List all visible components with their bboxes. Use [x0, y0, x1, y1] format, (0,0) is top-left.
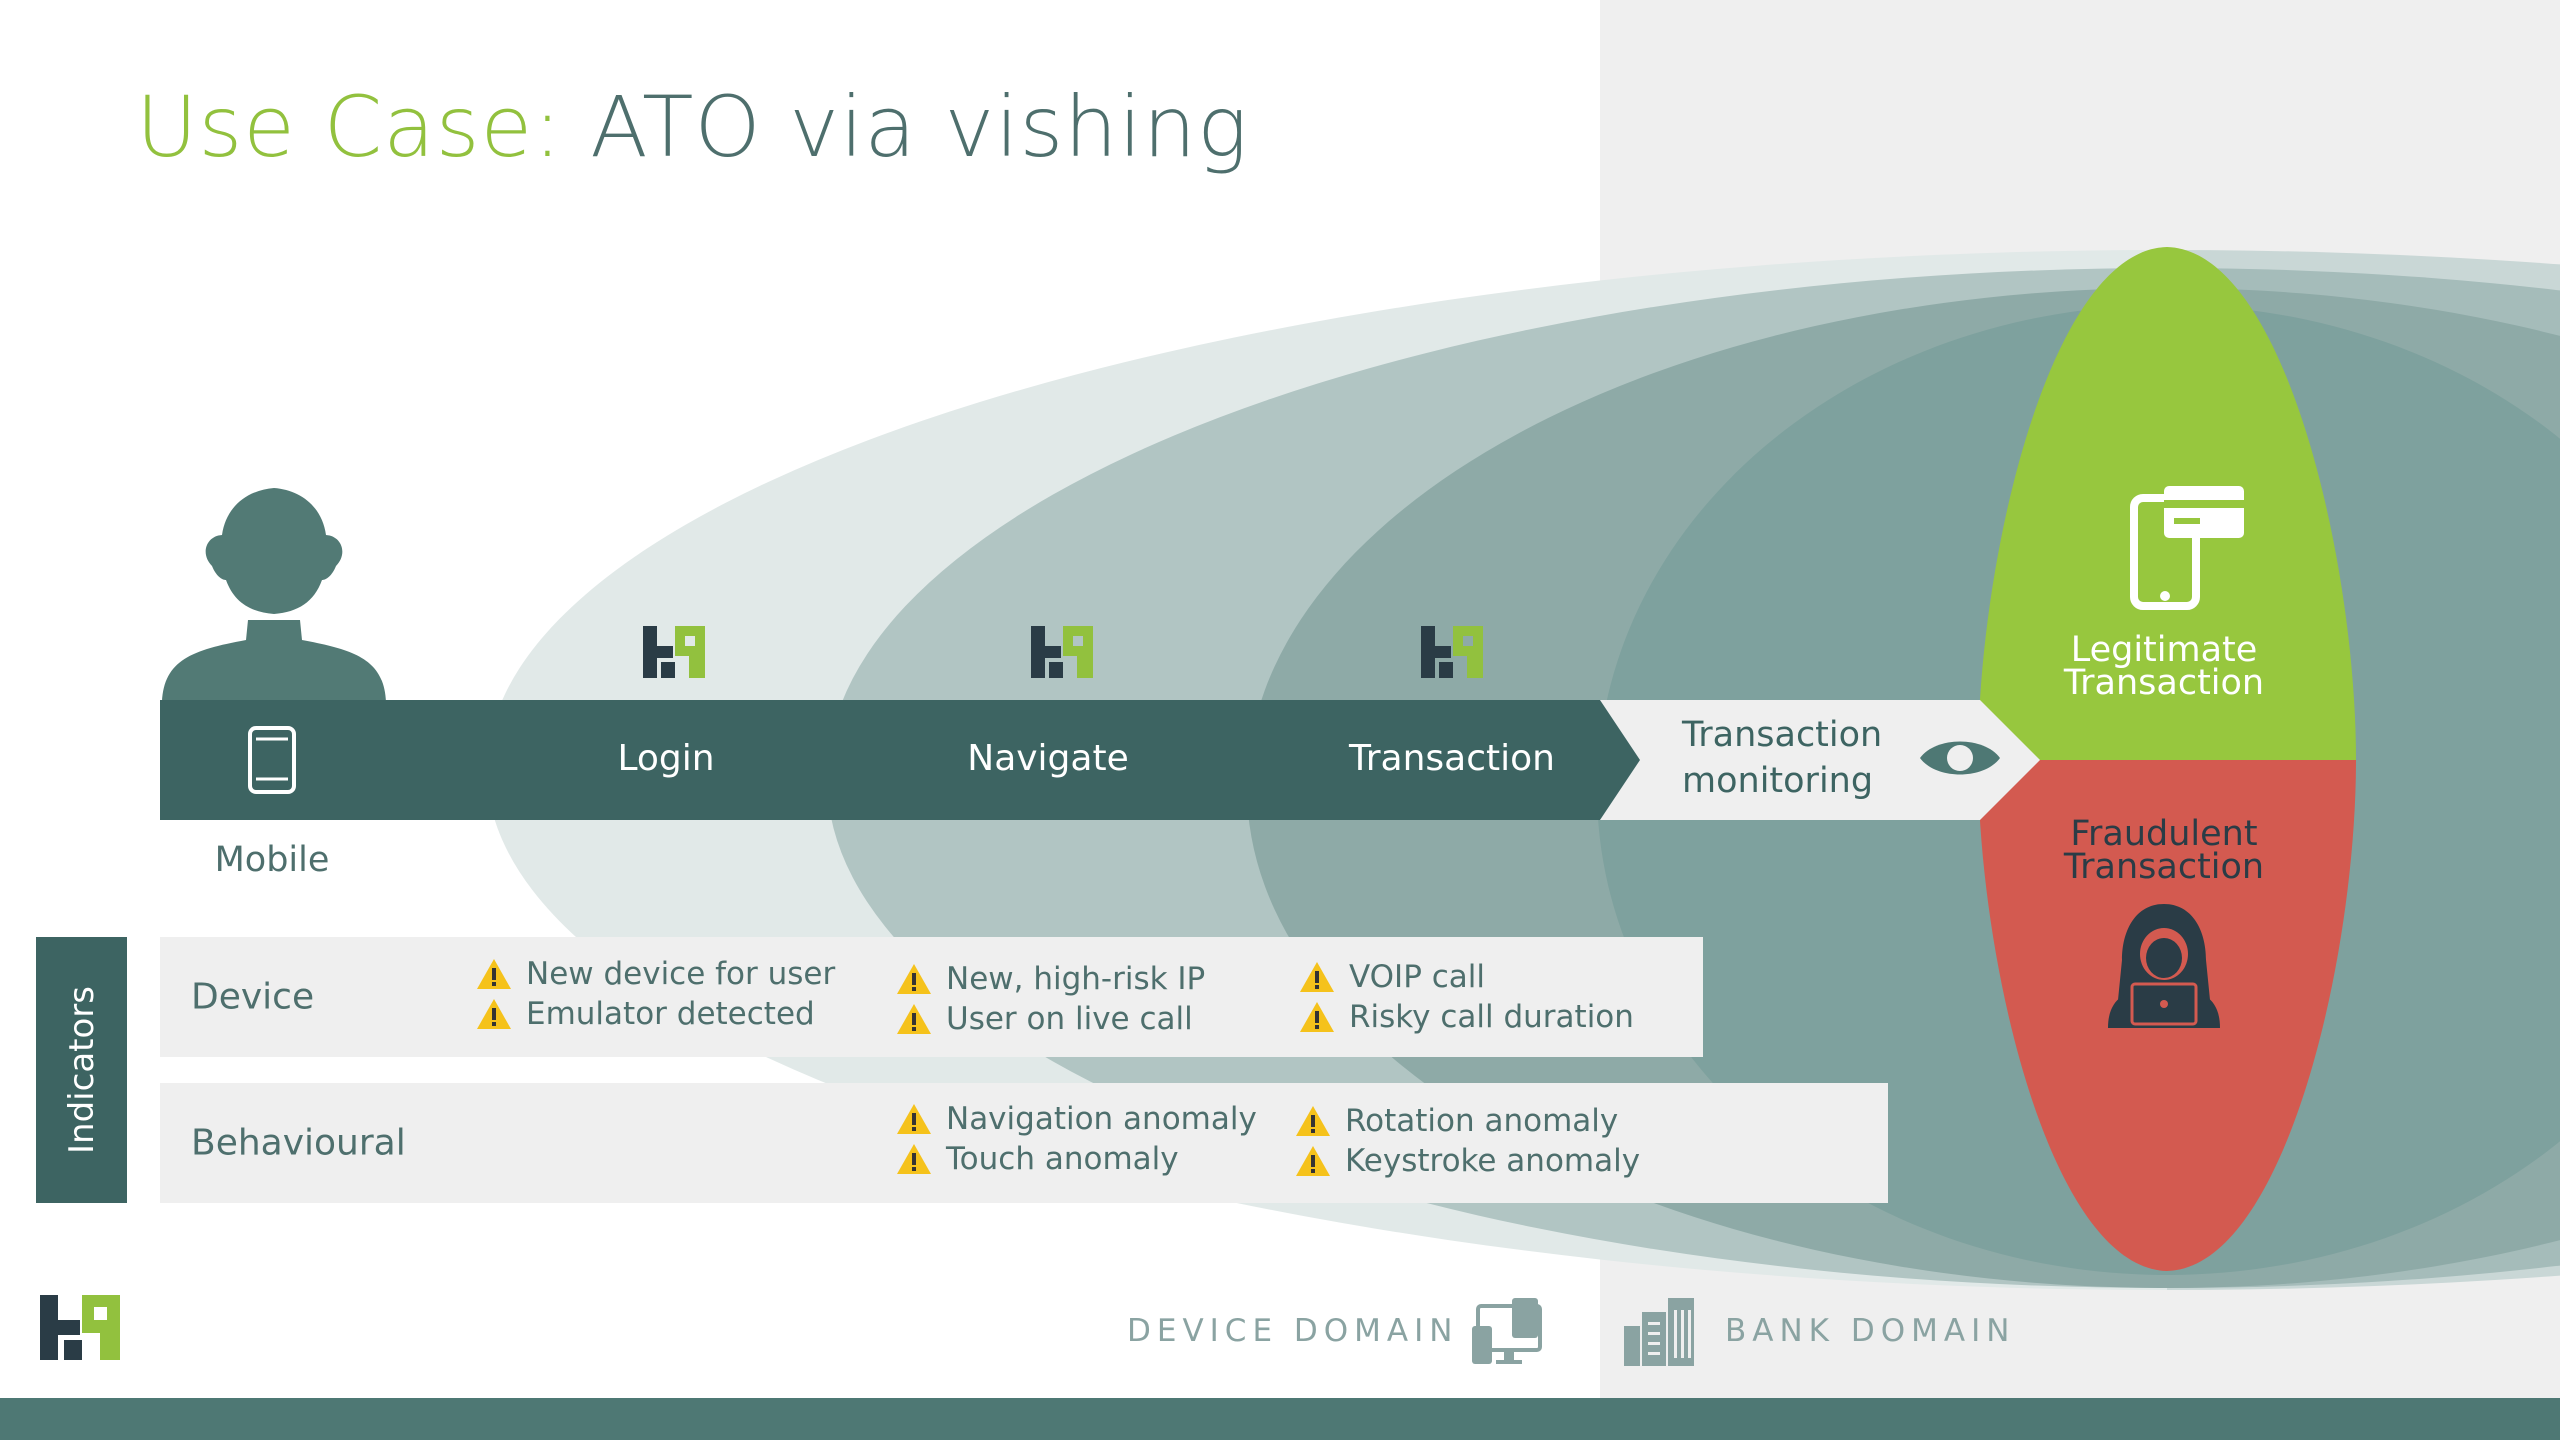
warning-icon: [477, 959, 511, 989]
phone-card-icon: [2130, 486, 2244, 610]
indicator-item: Emulator detected: [476, 994, 835, 1034]
indicator-text: User on live call: [946, 1001, 1193, 1037]
devices-icon: [1472, 1298, 1542, 1364]
indicator-item: VOIP call: [1299, 957, 1634, 997]
step-transaction: Transaction: [1349, 738, 1555, 779]
device-label: Device: [191, 976, 315, 1018]
device-domain-label: DEVICE DOMAIN: [1127, 1313, 1459, 1349]
bank-building-icon: [1624, 1298, 1694, 1366]
legitimate-label: Legitimate Transaction: [2063, 630, 2265, 703]
device-row: Device: [160, 937, 1703, 1057]
fraudulent-line2: Transaction: [2063, 847, 2265, 887]
hacker-icon: [2108, 904, 2220, 1028]
indicator-text: VOIP call: [1349, 959, 1486, 995]
indicator-text: Keystroke anomaly: [1345, 1143, 1641, 1179]
indicator-text: New device for user: [526, 956, 836, 992]
behavioural-indicators-navigate: Navigation anomaly Touch anomaly: [896, 1099, 1257, 1179]
indicator-text: Navigation anomaly: [946, 1101, 1257, 1137]
footer-bar: [0, 1398, 2560, 1440]
step-login: Login: [617, 738, 715, 779]
indicator-text: Touch anomaly: [946, 1141, 1179, 1177]
fraudulent-label: Fraudulent Transaction: [2063, 814, 2265, 887]
person-icon: [162, 488, 386, 702]
device-indicators-transaction: VOIP call Risky call duration: [1299, 957, 1634, 1037]
warning-icon: [1296, 1106, 1330, 1136]
monitoring-line2: monitoring: [1682, 761, 1874, 801]
indicator-text: Risky call duration: [1349, 999, 1634, 1035]
monitoring-line1: Transaction: [1682, 715, 1883, 755]
warning-icon: [1296, 1146, 1330, 1176]
monitoring-chevron: [1600, 700, 2040, 820]
title-main: ATO via vishing: [590, 78, 1249, 176]
indicator-item: Risky call duration: [1299, 997, 1634, 1037]
bank-domain-label: BANK DOMAIN: [1725, 1313, 2016, 1349]
indicator-item: New device for user: [476, 954, 835, 994]
indicator-item: User on live call: [896, 999, 1205, 1039]
indicator-item: Navigation anomaly: [896, 1099, 1257, 1139]
indicator-item: Keystroke anomaly: [1295, 1141, 1640, 1181]
warning-icon: [1300, 962, 1334, 992]
brand-logo-icon: [40, 1295, 120, 1360]
indicator-text: New, high-risk IP: [946, 961, 1206, 997]
indicator-item: New, high-risk IP: [896, 959, 1205, 999]
brand-logo-icon: [643, 626, 705, 678]
indicator-item: Touch anomaly: [896, 1139, 1257, 1179]
step-navigate: Navigate: [967, 738, 1129, 779]
mobile-phone-icon: [248, 726, 296, 794]
page-title: Use Case: ATO via vishing: [136, 78, 1249, 176]
brand-logo-icon: [1421, 626, 1483, 678]
warning-icon: [897, 1104, 931, 1134]
device-indicators-login: New device for user Emulator detected: [476, 954, 835, 1034]
warning-icon: [477, 999, 511, 1029]
eye-icon: [1920, 741, 2000, 775]
mobile-label: Mobile: [214, 840, 330, 880]
indicators-label: Indicators: [61, 986, 102, 1154]
title-prefix: Use Case:: [136, 78, 563, 176]
indicator-item: Rotation anomaly: [1295, 1101, 1640, 1141]
warning-icon: [1300, 1002, 1334, 1032]
transaction-monitoring-label: Transaction monitoring: [1682, 712, 1882, 804]
indicator-text: Rotation anomaly: [1345, 1103, 1619, 1139]
warning-icon: [897, 1004, 931, 1034]
behavioural-label: Behavioural: [191, 1122, 406, 1164]
legitimate-line1: Legitimate: [2070, 630, 2258, 670]
behavioural-indicators-transaction: Rotation anomaly Keystroke anomaly: [1295, 1101, 1640, 1181]
fraudulent-line1: Fraudulent: [2070, 814, 2258, 854]
indicator-text: Emulator detected: [526, 996, 815, 1032]
legitimate-line2: Transaction: [2063, 663, 2265, 703]
warning-icon: [897, 964, 931, 994]
warning-icon: [897, 1144, 931, 1174]
brand-logo-icon: [1031, 626, 1093, 678]
device-indicators-navigate: New, high-risk IP User on live call: [896, 959, 1205, 1039]
indicators-tab: Indicators: [36, 937, 127, 1203]
behavioural-row: Behavioural: [160, 1083, 1888, 1203]
